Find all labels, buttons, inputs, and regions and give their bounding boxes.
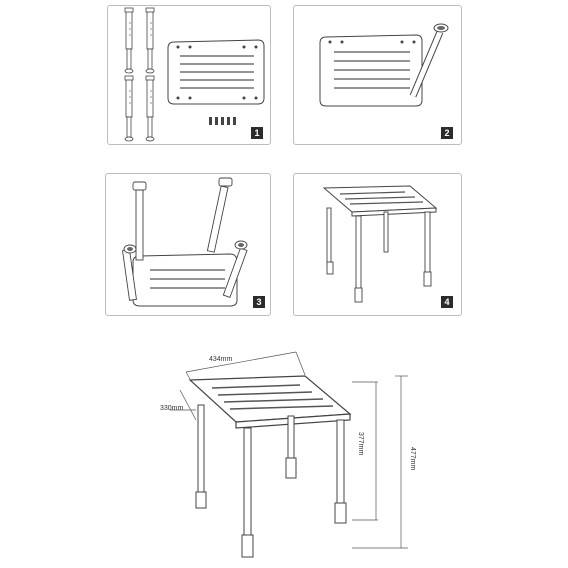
total-height-dimension-label: 477mm [409, 447, 416, 471]
dimension-arrow-icon [170, 351, 408, 549]
step-4-label: 4 [441, 296, 453, 308]
leg-icon [124, 7, 155, 142]
stool-icon [322, 185, 438, 303]
seat-icon [319, 34, 423, 107]
seat-icon [132, 253, 238, 307]
leg-height-dimension-label: 377mm [357, 432, 364, 456]
step-2-label: 2 [441, 127, 453, 139]
step-3-label: 3 [253, 296, 265, 308]
depth-dimension-label: 330mm [160, 405, 184, 412]
screw-icon [209, 117, 236, 125]
leg-icon [409, 23, 449, 98]
stool-icon [188, 375, 352, 558]
leg-icon [122, 177, 248, 301]
step-1-label: 1 [251, 127, 263, 139]
seat-icon [167, 39, 265, 105]
width-dimension-label: 434mm [209, 356, 233, 363]
